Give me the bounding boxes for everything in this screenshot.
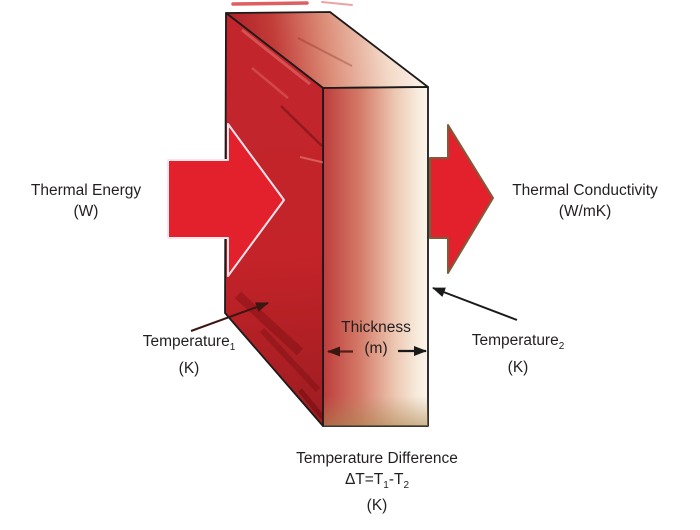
temperature2-subscript: 2 [558, 341, 565, 352]
temperature-difference-label: Temperature Difference ΔT=T1-T2 (K) [277, 449, 477, 517]
equation-subscript1: 1 [383, 479, 389, 491]
paint-smudges [231, 1, 353, 6]
thermal-conductivity-label: Thermal Conductivity (W/mK) [490, 181, 680, 222]
temperature1-pointer-arrow [190, 302, 269, 332]
thickness-unit: (m) [364, 339, 388, 357]
paint-streak [259, 327, 321, 393]
temperature2-pointer-arrow [432, 287, 518, 321]
thermal-energy-text: Thermal Energy [30, 182, 142, 199]
paint-streak [297, 37, 353, 67]
thickness-label: Thickness (m) [316, 318, 436, 359]
slab-top-texture [297, 37, 353, 67]
paint-smudge [321, 1, 353, 6]
heat-output-arrow [429, 124, 494, 274]
slab-right-face [322, 86, 429, 427]
thickness-text: Thickness [341, 319, 411, 336]
thermal-conductivity-unit: (W/mK) [558, 202, 612, 220]
equation-pre: ΔT=T [344, 470, 384, 488]
temperature2-line: Temperature2 [443, 331, 593, 358]
thermal-energy-label: Thermal Energy (W) [6, 181, 166, 222]
temperature2-text: Temperature [471, 332, 559, 349]
temperature1-text: Temperature [142, 333, 230, 350]
paint-streak [299, 156, 323, 165]
paint-streak [234, 291, 304, 356]
slab-right-shadow [323, 394, 428, 426]
paint-streak [280, 105, 323, 147]
equation-mid: -T [388, 470, 404, 488]
thermal-conductivity-text: Thermal Conductivity [512, 182, 658, 199]
heat-input-arrow [167, 123, 285, 277]
temperature1-subscript: 1 [229, 342, 236, 353]
temperature2-unit: (K) [507, 358, 529, 376]
temperature1-line: Temperature1 [114, 332, 264, 359]
paint-streak [298, 388, 323, 420]
equation-subscript2: 2 [403, 479, 410, 491]
temperature2-label: Temperature2 (K) [443, 331, 593, 378]
temperature-difference-unit: (K) [366, 497, 388, 514]
paint-smudge [231, 1, 309, 6]
paint-streak [251, 67, 289, 99]
temperature1-unit: (K) [178, 359, 200, 377]
temperature-difference-text: Temperature Difference [296, 450, 458, 467]
paint-streak [241, 28, 311, 86]
temperature-difference-equation: ΔT=T1-T2 [277, 470, 477, 497]
slab-bottom-shadow [323, 394, 428, 426]
temperature1-label: Temperature1 (K) [114, 332, 264, 379]
thermal-energy-unit: (W) [73, 202, 99, 220]
